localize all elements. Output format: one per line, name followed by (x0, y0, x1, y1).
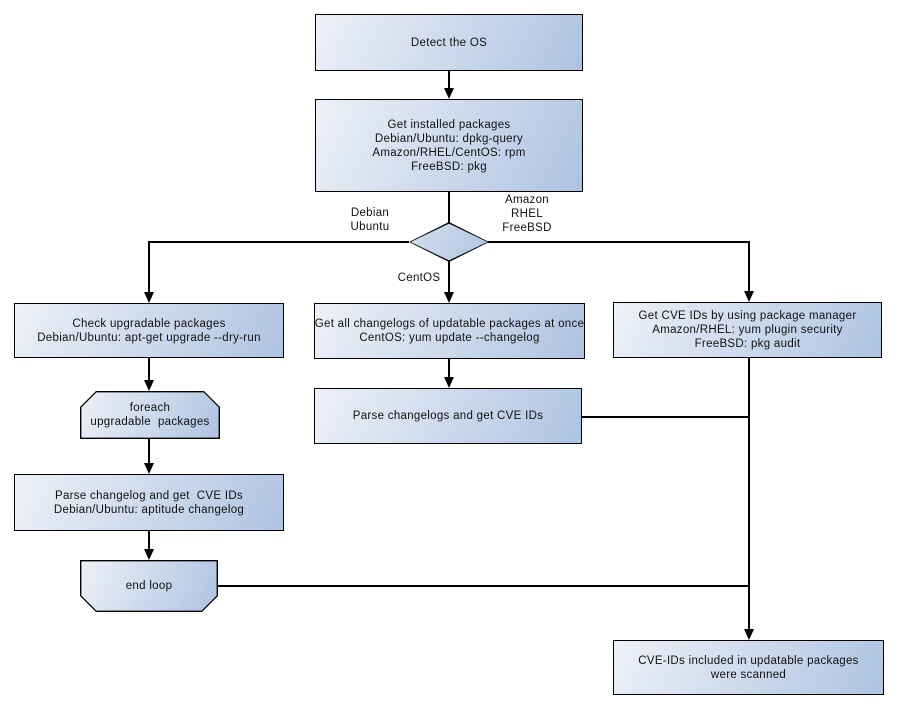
connector-parse-to-endloop (148, 531, 150, 558)
node-get-installed-packages-label: Get installed packages Debian/Ubuntu: dp… (372, 118, 526, 173)
node-get-cve-ids-by-package-manager: Get CVE IDs by using package manager Ama… (613, 302, 882, 358)
arrowhead-into-foreach (143, 380, 154, 391)
connector-check-to-foreach (148, 358, 150, 388)
connector-decision-centos (448, 261, 450, 301)
connector-decision-right (488, 241, 749, 243)
arrowhead-into-changelogs (443, 292, 454, 303)
node-check-upgradable-packages: Check upgradable packages Debian/Ubuntu:… (14, 303, 284, 358)
arrowhead-into-parse-left (143, 463, 154, 474)
node-detect-os: Detect the OS (315, 14, 583, 71)
node-os-decision-diamond (409, 222, 489, 262)
node-get-all-changelogs: Get all changelogs of updatable packages… (314, 303, 585, 359)
node-cve-ids-scanned-label: CVE-IDs included in updatable packages w… (638, 654, 859, 681)
edge-label-centos: CentOS (397, 272, 441, 284)
os-decision-fill (410, 223, 488, 261)
arrowhead-into-endloop (143, 549, 154, 560)
connector-parse-join (582, 416, 749, 418)
node-get-installed-packages: Get installed packages Debian/Ubuntu: dp… (315, 99, 583, 192)
node-detect-os-label: Detect the OS (410, 36, 488, 49)
foreach-fill: foreach upgradable packages (81, 392, 218, 437)
connector-detect-to-installed (448, 71, 450, 97)
connector-left-down (148, 241, 150, 301)
node-parse-changelogs-get-cve-ids: Parse changelogs and get CVE IDs (314, 388, 582, 444)
arrowhead-into-parse-mid (443, 377, 454, 388)
node-parse-changelog-label: Parse changelog and get CVE IDs Debian/U… (53, 489, 245, 516)
arrowhead-into-check (143, 292, 154, 303)
node-get-cve-ids-label: Get CVE IDs by using package manager Ama… (638, 310, 857, 350)
arrowhead-into-scanned (743, 629, 754, 640)
node-parse-changelog-get-cve-ids: Parse changelog and get CVE IDs Debian/U… (14, 474, 284, 531)
connector-installed-to-decision (448, 192, 450, 223)
node-end-loop: end loop (80, 560, 218, 612)
node-cve-ids-scanned: CVE-IDs included in updatable packages w… (613, 640, 884, 695)
node-parse-changelogs-label: Parse changelogs and get CVE IDs (352, 410, 544, 422)
node-foreach-upgradable-packages: foreach upgradable packages (80, 391, 220, 439)
connector-foreach-to-parse (148, 439, 150, 472)
connector-decision-left (148, 241, 409, 243)
node-end-loop-label: end loop (125, 580, 173, 592)
edge-label-amazon-rhel-freebsd: Amazon RHEL FreeBSD (502, 194, 552, 234)
connector-endloop-join (218, 585, 749, 587)
node-check-upgradable-packages-label: Check upgradable packages Debian/Ubuntu:… (37, 317, 261, 344)
connector-changelogs-to-parse (448, 359, 450, 386)
node-foreach-label: foreach upgradable packages (90, 402, 210, 428)
arrowhead-into-installed (443, 88, 454, 99)
connector-right-down (748, 241, 750, 300)
node-get-all-changelogs-label: Get all changelogs of updatable packages… (314, 318, 585, 344)
edge-label-debian-ubuntu: Debian Ubuntu (350, 207, 390, 233)
arrowhead-into-getcve (743, 291, 754, 302)
connector-main-to-scanned (748, 358, 750, 638)
end-loop-fill: end loop (81, 561, 216, 610)
